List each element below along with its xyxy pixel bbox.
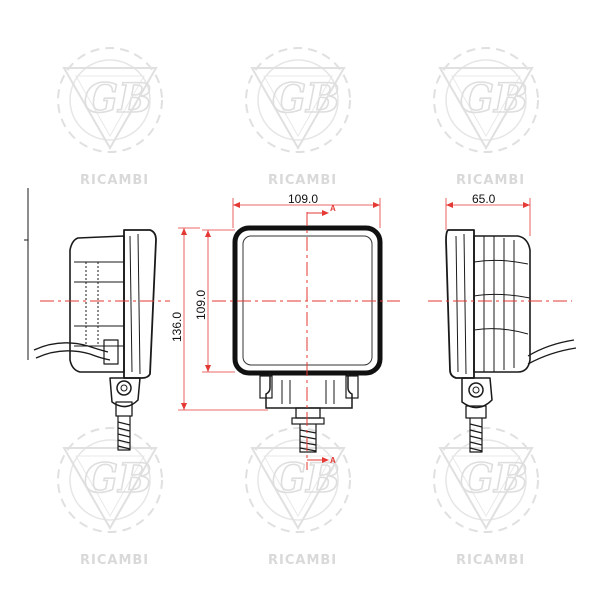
watermark-tile: GB RICAMBI — [245, 47, 351, 188]
centerlines: A A — [40, 204, 572, 470]
section-arrowhead-bottom — [322, 457, 329, 463]
section-arrowhead-top — [322, 210, 329, 216]
watermark-brand: RICAMBI — [268, 173, 337, 188]
watermark-tile: GB RICAMBI — [57, 427, 163, 568]
mount-pivot — [116, 380, 132, 396]
housing-body — [69, 235, 125, 373]
front-bracket-ear-left — [259, 375, 273, 399]
mount-bolt — [117, 416, 131, 451]
front-bracket — [265, 373, 353, 409]
side-housing-fins — [483, 236, 515, 372]
cable-upper — [33, 342, 109, 353]
watermark-brand: RICAMBI — [80, 553, 149, 568]
dim-overall-height: 136.0 — [170, 312, 184, 342]
cable-lower — [35, 350, 111, 361]
side-lens-frame — [445, 229, 475, 379]
watermark-monogram: GB — [460, 75, 528, 122]
section-label-bottom: A — [330, 456, 336, 465]
dim-side-depth: 65.0 — [472, 192, 496, 206]
housing-fins — [74, 261, 124, 347]
left-side-view — [33, 229, 157, 451]
side-cable-upper — [527, 339, 575, 357]
side-lens-layers — [455, 233, 467, 375]
mount-pivot-inner — [120, 384, 128, 392]
side-mount-bracket — [461, 377, 493, 409]
side-mount-pivot-inner — [472, 386, 480, 394]
dim-front-height: 109.0 — [194, 290, 208, 320]
front-bracket-ear-right — [345, 375, 359, 399]
side-mount-pivot — [468, 382, 484, 398]
mount-bracket — [109, 377, 141, 408]
front-bracket-ribs — [281, 380, 335, 404]
section-label-top: A — [330, 204, 336, 213]
watermark-layer: GB RICAMBI GB RICAMBI GB RICAMBI GB RICA… — [57, 47, 539, 568]
dim-front-width: 109.0 — [288, 192, 318, 206]
watermark-tile: GB RICAMBI — [57, 47, 163, 188]
side-housing-contours — [473, 259, 531, 335]
side-mount-bolt — [469, 418, 483, 453]
watermark-monogram: GB — [272, 75, 340, 122]
side-housing — [473, 235, 531, 373]
side-cable-lower — [527, 347, 577, 365]
watermark-tile: GB RICAMBI — [433, 427, 539, 568]
watermark-monogram: GB — [460, 455, 528, 502]
watermark-monogram: GB — [84, 75, 152, 122]
watermark-monogram: GB — [84, 455, 152, 502]
watermark-brand: RICAMBI — [456, 553, 525, 568]
watermark-brand: RICAMBI — [268, 553, 337, 568]
lens-frame — [123, 229, 157, 379]
front-nut — [295, 407, 321, 419]
right-side-view — [445, 229, 577, 453]
housing-section-hatch — [85, 262, 99, 346]
watermark-brand: RICAMBI — [80, 173, 149, 188]
watermark-monogram: GB — [272, 455, 340, 502]
watermark-brand: RICAMBI — [456, 173, 525, 188]
front-bolt — [299, 424, 317, 453]
lens-layers — [129, 233, 141, 375]
watermark-tile: GB RICAMBI — [245, 427, 351, 568]
front-washer — [291, 417, 325, 425]
side-mount-nut — [465, 405, 487, 419]
cable-gland — [103, 339, 119, 365]
dimensions: 109.0 109.0 136.0 65.0 — [170, 192, 531, 411]
mount-nut — [115, 401, 133, 417]
watermark-tile: GB RICAMBI — [433, 47, 539, 188]
